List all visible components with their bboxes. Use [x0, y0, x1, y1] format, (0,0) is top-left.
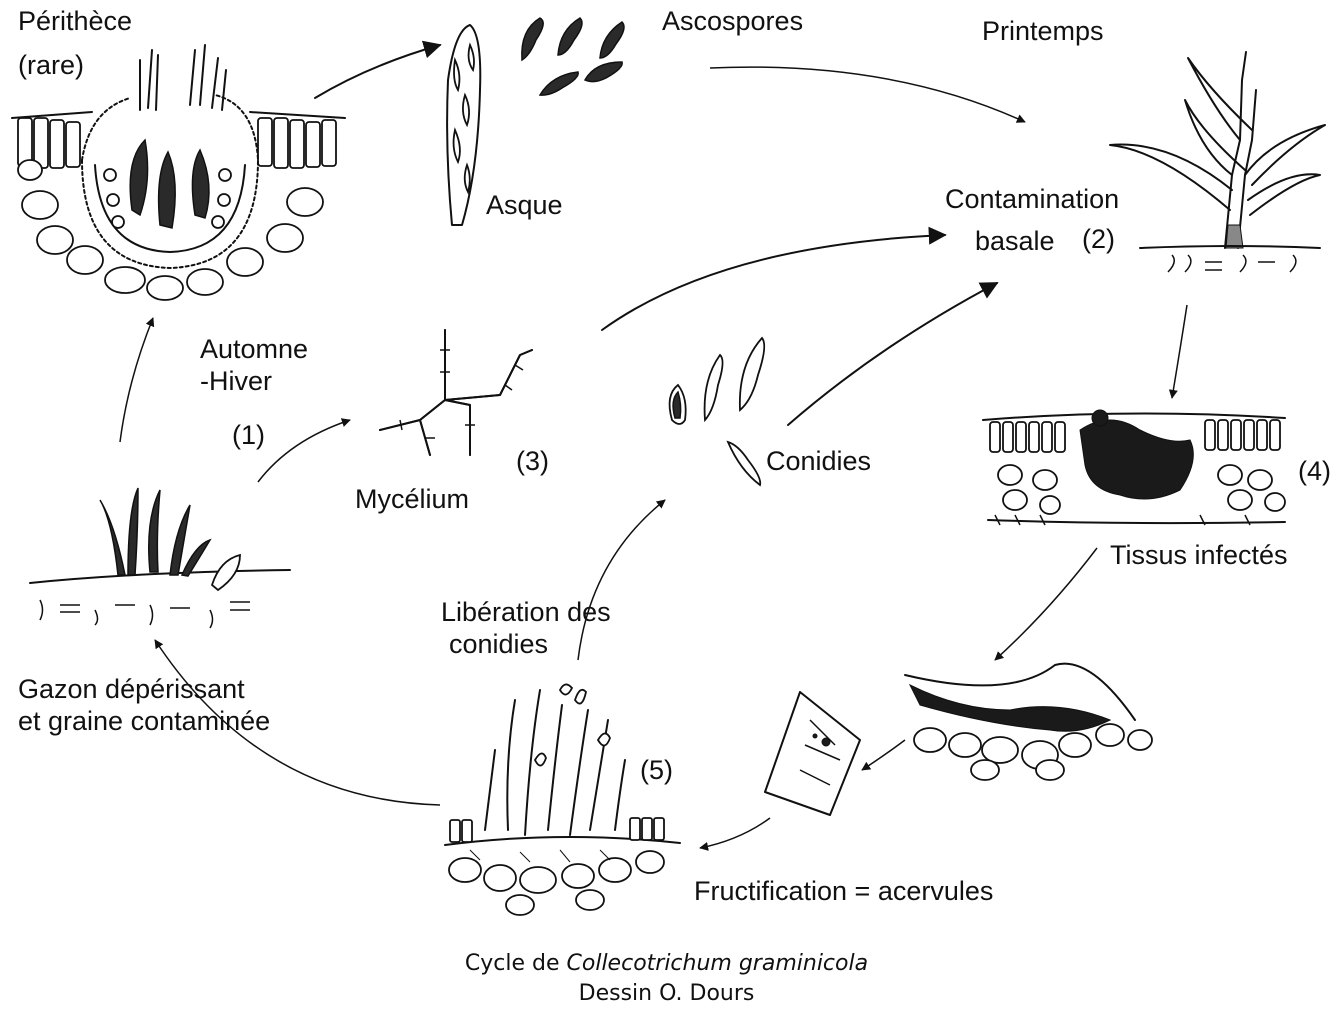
gazon-label-line2: et graine contaminée: [18, 706, 270, 737]
arrow-tissues-to-lesion: [995, 548, 1097, 660]
arrow-mycelium-to-contamination: [602, 235, 945, 330]
arrow-plant-to-tissues: [1172, 305, 1187, 398]
plant-drawing: [1110, 52, 1325, 272]
mycelium-drawing: [380, 330, 532, 455]
automne-label: Automne: [200, 334, 308, 365]
lesion-drawing: [905, 664, 1152, 780]
rare-label: (rare): [18, 50, 84, 81]
arrow-acervule-to-conidies: [578, 500, 665, 660]
infected-tissue-drawing: [983, 410, 1285, 525]
hiver-label: -Hiver: [200, 366, 272, 397]
printemps-label: Printemps: [982, 16, 1104, 47]
gazon-label-line1: Gazon dépérissant: [18, 674, 245, 705]
arrow-perithece-to-asque: [315, 45, 440, 98]
mycelium-label: Mycélium: [355, 484, 469, 515]
arrow-conidies-to-contamination: [788, 283, 997, 425]
conidia-drawing: [670, 338, 765, 485]
ascospores-drawing: [522, 18, 624, 95]
basale-label: basale: [975, 226, 1055, 257]
contamination-label: Contamination: [945, 184, 1119, 215]
asque-label: Asque: [486, 190, 563, 221]
stage-number-2: (2): [1082, 224, 1115, 255]
stage-number-5: (5): [640, 755, 673, 786]
arrow-gazon-to-perithece: [120, 318, 153, 442]
fructification-label: Fructification = acervules: [694, 876, 993, 907]
liberation-label-line2: conidies: [449, 629, 548, 660]
arrow-ascospores-to-plant: [710, 67, 1025, 122]
caption-prefix: Cycle de: [465, 951, 567, 976]
arrow-gazon-to-mycelium: [258, 420, 350, 482]
gazon-drawing: [30, 488, 290, 628]
caption-species: Collecotrichum graminicola: [567, 951, 869, 976]
leaf-fragment-drawing: [765, 692, 860, 815]
acervule-drawing: [445, 684, 680, 915]
ascospores-label: Ascospores: [662, 6, 803, 37]
conidies-label: Conidies: [766, 446, 871, 477]
caption-line2: Dessin O. Dours: [0, 981, 1333, 1006]
arrow-leaf-to-acervule: [700, 818, 770, 848]
caption-line1: Cycle de Collecotrichum graminicola: [0, 951, 1333, 976]
perithece-label: Périthèce: [18, 6, 132, 37]
stage-number-3: (3): [516, 446, 549, 477]
stage-number-4: (4): [1298, 456, 1331, 487]
arrow-lesion-to-leaf: [862, 740, 905, 770]
asque-drawing: [447, 25, 480, 225]
stage-number-1: (1): [232, 420, 265, 451]
perithece-drawing: [12, 45, 345, 300]
liberation-label-line1: Libération des: [441, 597, 611, 628]
tissus-label: Tissus infectés: [1110, 540, 1288, 571]
